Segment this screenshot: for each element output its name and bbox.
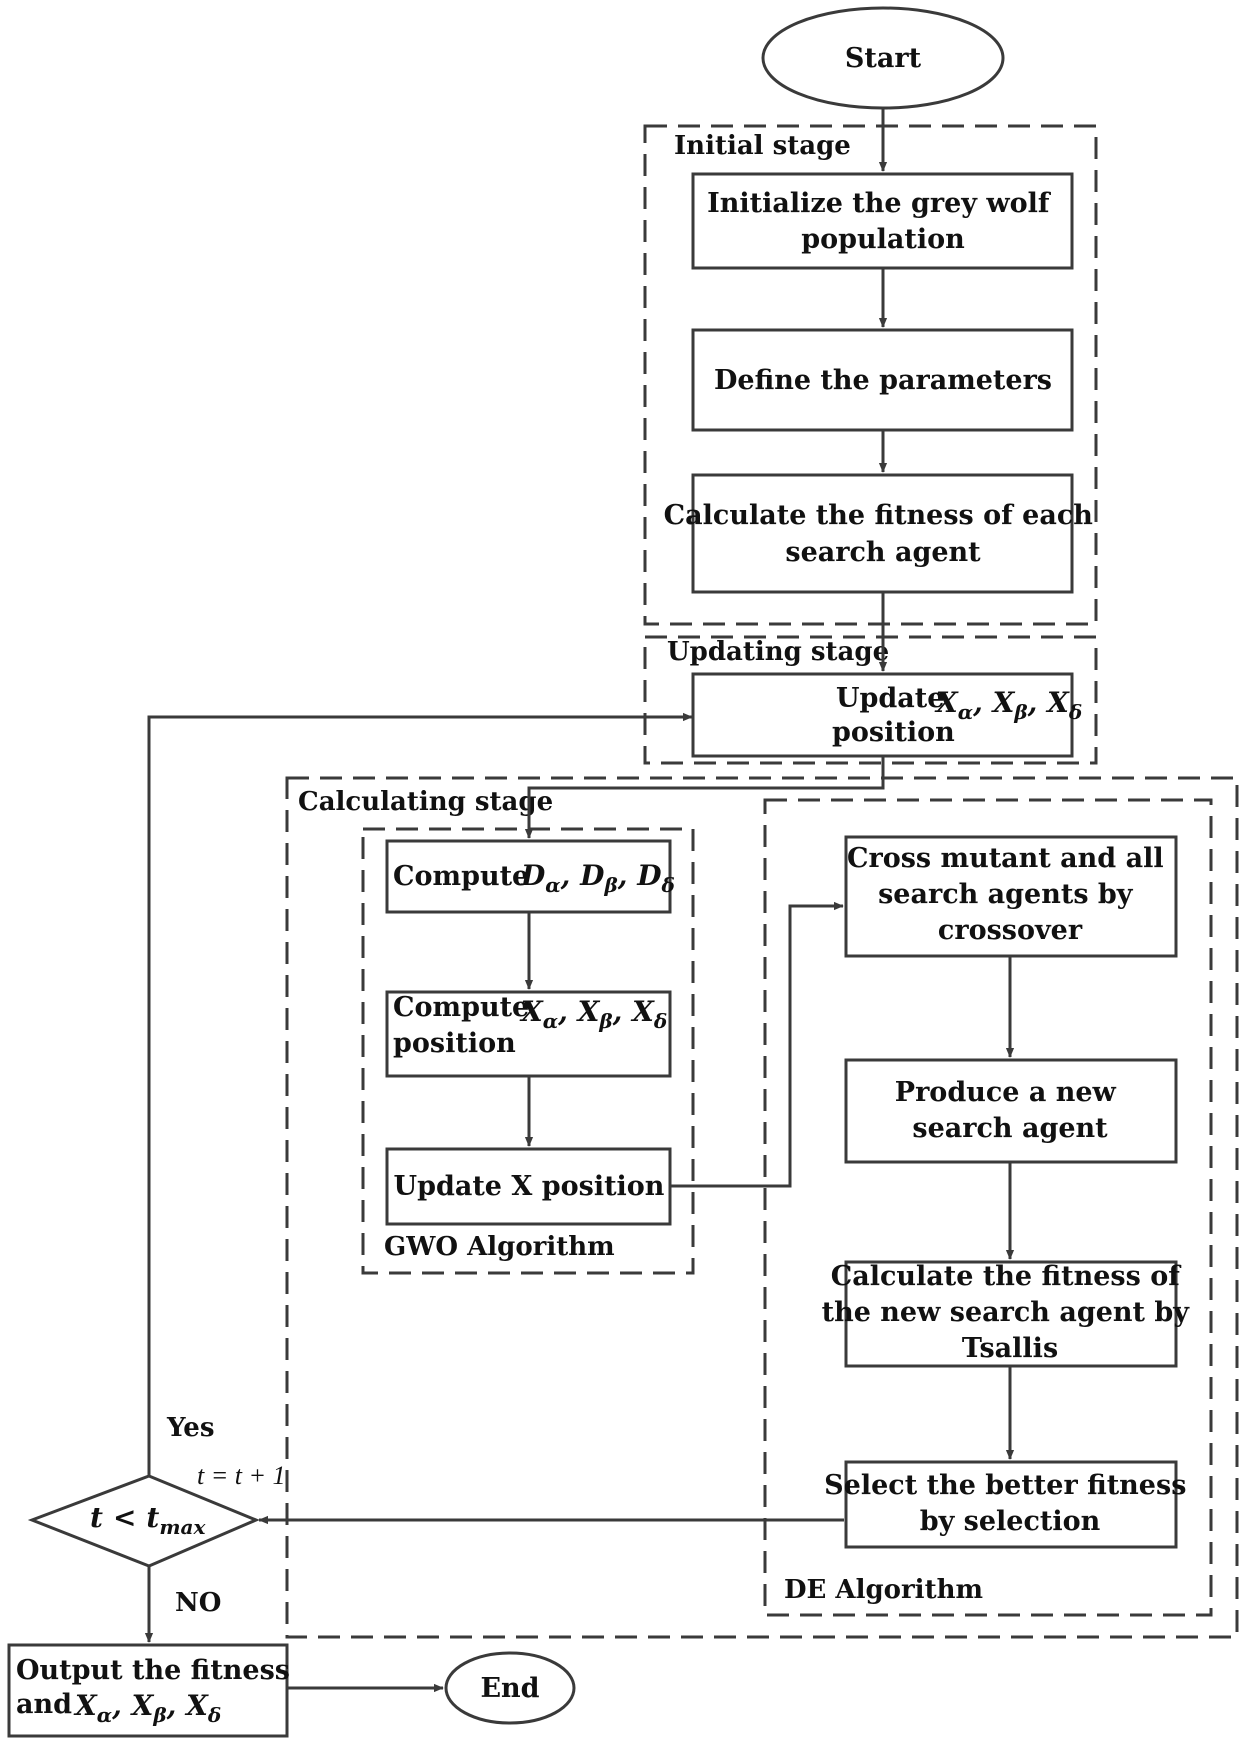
update-leaders-position-label: position [832, 717, 955, 748]
tsallis-fitness-label: Calculate the fitness of the new search … [822, 1261, 1199, 1364]
selection-node [844, 1460, 1178, 1549]
edge-update-to-compute-d [524, 756, 885, 839]
compute-d-formula: Dα, Dβ, Dδ [520, 859, 675, 897]
compute-x-node [385, 990, 672, 1078]
compute-x-formula: Xα, Xβ, Xδ [519, 995, 667, 1033]
calculate-fitness-label: Calculate the fitness of each search age… [664, 500, 1103, 568]
yes-label: Yes [166, 1413, 214, 1443]
update-leaders-formula: Xα, Xβ, Xδ [934, 686, 1082, 724]
end-label: End [480, 1673, 539, 1704]
output-label: Output the fitness [16, 1655, 290, 1686]
selection-label: Select the better fitness by selection [824, 1470, 1196, 1537]
update-leaders-node [691, 672, 1074, 758]
edge-update-x-to-cross [671, 901, 844, 1188]
calculate-fitness-node [691, 473, 1074, 594]
start-label: Start [845, 43, 922, 74]
update-x-label: Update X position [394, 1171, 665, 1202]
calculating-stage-label: Calculating stage [298, 787, 553, 817]
compute-x-position-label: position [393, 1028, 516, 1059]
output-and-label: and [16, 1689, 72, 1720]
initial-stage-group [643, 124, 1098, 626]
updating-stage-label: Updating stage [667, 637, 889, 667]
produce-agent-node [844, 1058, 1178, 1164]
gwo-algorithm-label: GWO Algorithm [384, 1232, 615, 1262]
crossover-label: Cross mutant and all search agents by cr… [847, 843, 1173, 946]
produce-agent-label: Produce a new search agent [895, 1077, 1125, 1144]
start-node [761, 6, 1005, 110]
compute-d-label: Compute [393, 861, 529, 892]
crossover-node [844, 835, 1178, 958]
compute-d-node [385, 839, 672, 914]
output-node [7, 1643, 289, 1738]
tsallis-fitness-node [844, 1260, 1178, 1368]
compute-x-label: Compute [393, 992, 529, 1023]
output-formula: Xα, Xβ, Xδ [73, 1689, 221, 1727]
end-node [444, 1651, 576, 1725]
edge-condition-yes-loop [147, 712, 693, 1476]
initial-stage-label: Initial stage [674, 131, 851, 161]
define-parameters-label: Define the parameters [714, 365, 1052, 396]
increment-label: t = t + 1 [197, 1461, 286, 1490]
initialize-population-label: Initialize the grey wolf population [707, 188, 1059, 255]
define-parameters-node [691, 328, 1074, 432]
condition-node [27, 1474, 260, 1568]
updating-stage-group [643, 635, 1098, 765]
de-algorithm-group [763, 798, 1213, 1617]
condition-formula: t<tmax [90, 1501, 206, 1539]
no-label: NO [175, 1588, 221, 1618]
update-x-node [385, 1147, 672, 1226]
initialize-population-node [691, 172, 1074, 270]
update-leaders-label: Update [836, 683, 944, 714]
calculating-stage-group [285, 776, 1239, 1639]
de-algorithm-label: DE Algorithm [784, 1575, 983, 1605]
